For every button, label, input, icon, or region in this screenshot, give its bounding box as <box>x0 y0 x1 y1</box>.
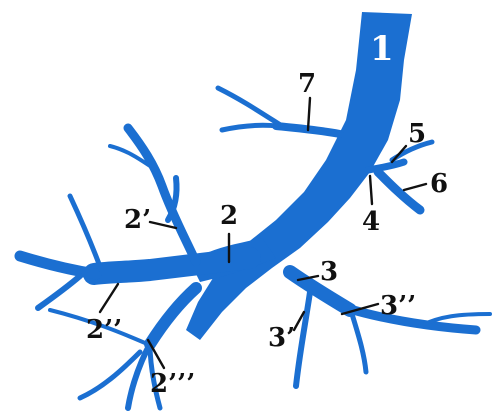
branch-3-system <box>283 265 492 389</box>
leader-7 <box>306 96 312 132</box>
leader-2pp <box>98 282 120 314</box>
label-1: 1 <box>370 29 394 69</box>
vessel-branch-3p <box>293 289 313 389</box>
vessel-branch-7-a <box>215 85 285 129</box>
label-2pp: 2’’ <box>86 315 122 345</box>
leader-2p <box>148 220 178 230</box>
vessel-branch-2pp-lower <box>35 273 83 311</box>
branch-7-system <box>215 85 344 138</box>
leader-2ppp <box>146 338 166 370</box>
label-2p: 2’ <box>124 205 151 235</box>
leader-3 <box>296 274 320 282</box>
label-5: 5 <box>408 119 426 149</box>
vessel-branch-3pp-c <box>418 312 492 328</box>
vessel-branch-2ppp <box>144 282 202 350</box>
label-4: 4 <box>362 207 380 237</box>
label-3p: 3’ <box>268 323 295 353</box>
vessel-branch-2ppp-d <box>48 308 154 348</box>
leader-3p <box>292 310 306 332</box>
vessel-branch-3pp <box>341 303 481 335</box>
leader-5 <box>390 144 408 164</box>
vessel-branch-2ppp-c <box>77 349 143 401</box>
vessel-branch-4 <box>364 158 408 174</box>
vessel-branch-7-b <box>219 122 281 133</box>
leader-6 <box>402 182 428 192</box>
vessel-branch-2pp <box>14 250 102 280</box>
label-3pp: 3’’ <box>380 291 416 321</box>
label-2ppp: 2’’’ <box>150 369 195 399</box>
leader-3pp <box>340 302 380 316</box>
vessel-branch-3pp-b <box>349 311 369 375</box>
branch-2-system <box>14 123 261 411</box>
vessel-branch-2p <box>123 123 201 267</box>
label-2: 2 <box>220 201 238 231</box>
label-6: 6 <box>430 169 448 199</box>
labels: 1 2 2’ 2’’ 2’’’ 3 3’ 3’’ 4 5 6 7 <box>86 29 448 399</box>
leader-lines <box>98 96 428 370</box>
vessel-branch-2p-b <box>165 175 180 223</box>
vessel-branch-2ppp-b <box>147 341 163 411</box>
vessel-branch-2 <box>83 247 261 285</box>
vessel-branch-2p-c <box>108 144 152 168</box>
leader-4 <box>368 174 374 206</box>
vessel-branch-6 <box>373 167 425 215</box>
vessel-branch-2pp-upper <box>67 193 105 275</box>
label-7: 7 <box>298 69 316 99</box>
label-3: 3 <box>320 257 338 287</box>
